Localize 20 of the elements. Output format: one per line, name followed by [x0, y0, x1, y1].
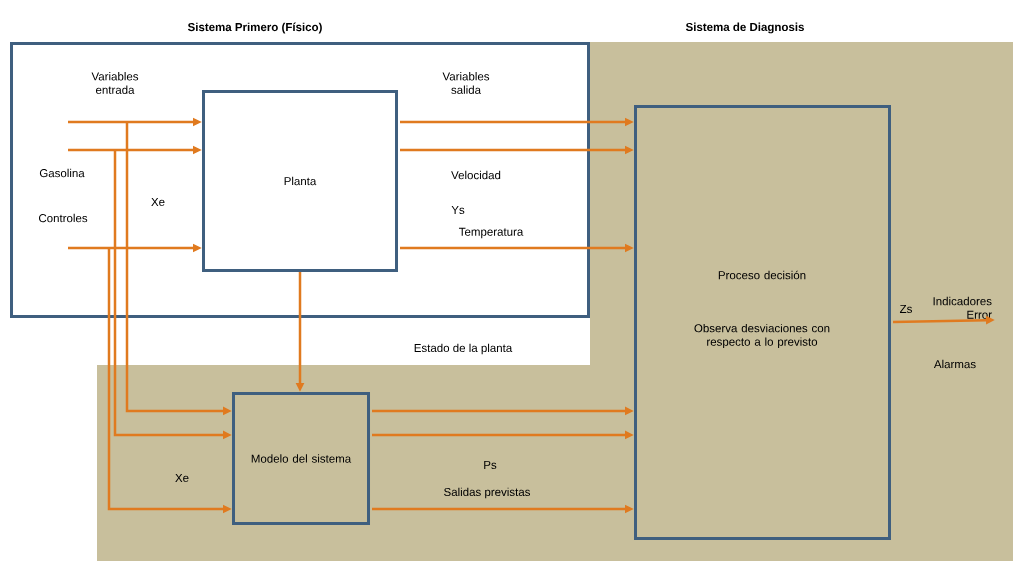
- signal-label: Xe: [151, 198, 165, 206]
- signal-label: Variables salida: [442, 72, 490, 94]
- process-box: Planta: [202, 90, 398, 272]
- signal-label: Controles: [39, 213, 88, 223]
- process-box: Modelo del sistema: [232, 392, 370, 525]
- signal-label: Temperatura: [459, 227, 524, 239]
- process-box: Proceso decisión Observa desviaciones con respecto a lo previsto: [634, 105, 891, 540]
- signal-label: Xe: [175, 474, 189, 482]
- signal-label: Alarmas: [933, 359, 976, 369]
- signal-label: Salidas previstas: [444, 487, 531, 499]
- signal-label: Variables entrada: [91, 72, 139, 94]
- signal-label: Zs: [899, 305, 912, 313]
- signal-label: Indicadores Error: [933, 296, 992, 319]
- node-label: Sistema Primero (Físico): [187, 22, 322, 34]
- signal-label: Velocidad: [451, 170, 501, 180]
- signal-label: Ys: [451, 206, 465, 214]
- signal-label: Estado de la planta: [414, 343, 513, 355]
- signal-label: Gasolina: [39, 168, 85, 178]
- node-label: Sistema de Diagnosis: [685, 22, 804, 34]
- signal-label: Ps: [484, 461, 497, 469]
